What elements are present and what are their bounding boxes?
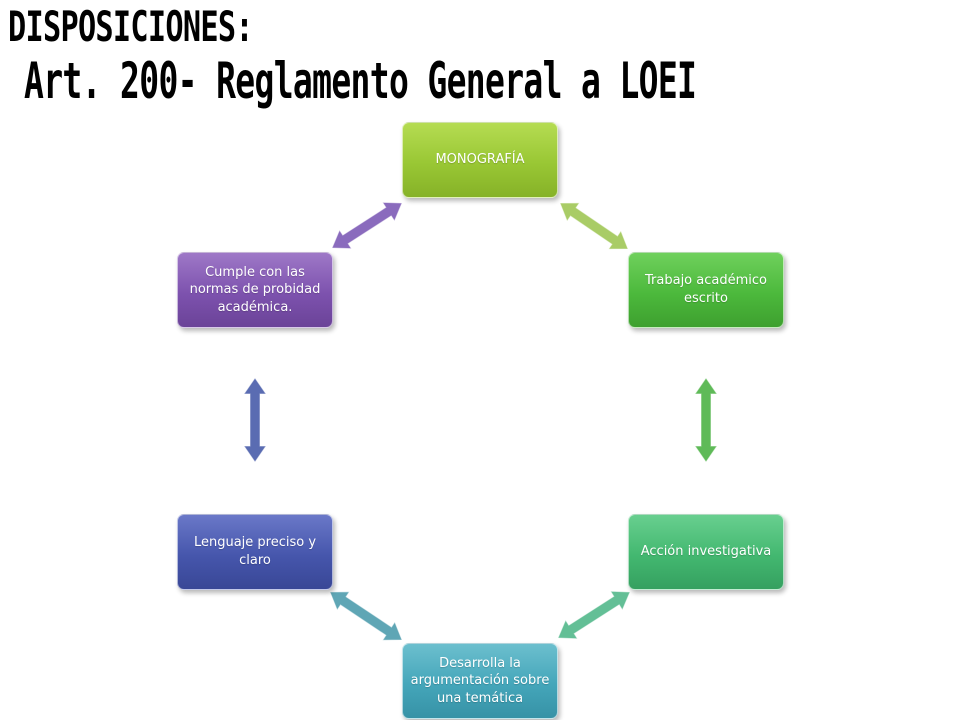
arrow-lenguaje-cumple (243, 377, 267, 463)
arrow-accion-desarrolla (557, 590, 631, 640)
node-trabajo-academico: Trabajo académico escrito (628, 252, 784, 328)
node-accion-investigativa: Acción investigativa (628, 514, 784, 590)
arrow-monografia-trabajo (559, 202, 629, 250)
arrow-trabajo-accion (694, 377, 718, 463)
node-desarrolla-argumentacion: Desarrolla la argumentación sobre una te… (402, 643, 558, 719)
arrow-cumple-monografia (331, 201, 403, 250)
node-lenguaje-preciso: Lenguaje preciso y claro (177, 514, 333, 590)
node-monografia: MONOGRAFÍA (402, 122, 558, 198)
page-title: DISPOSICIONES: (8, 2, 254, 51)
arrow-desarrolla-lenguaje (329, 591, 403, 641)
node-cumple-probidad: Cumple con las normas de probidad académ… (177, 252, 333, 328)
page-subtitle: Art. 200- Reglamento General a LOEI (24, 52, 697, 110)
